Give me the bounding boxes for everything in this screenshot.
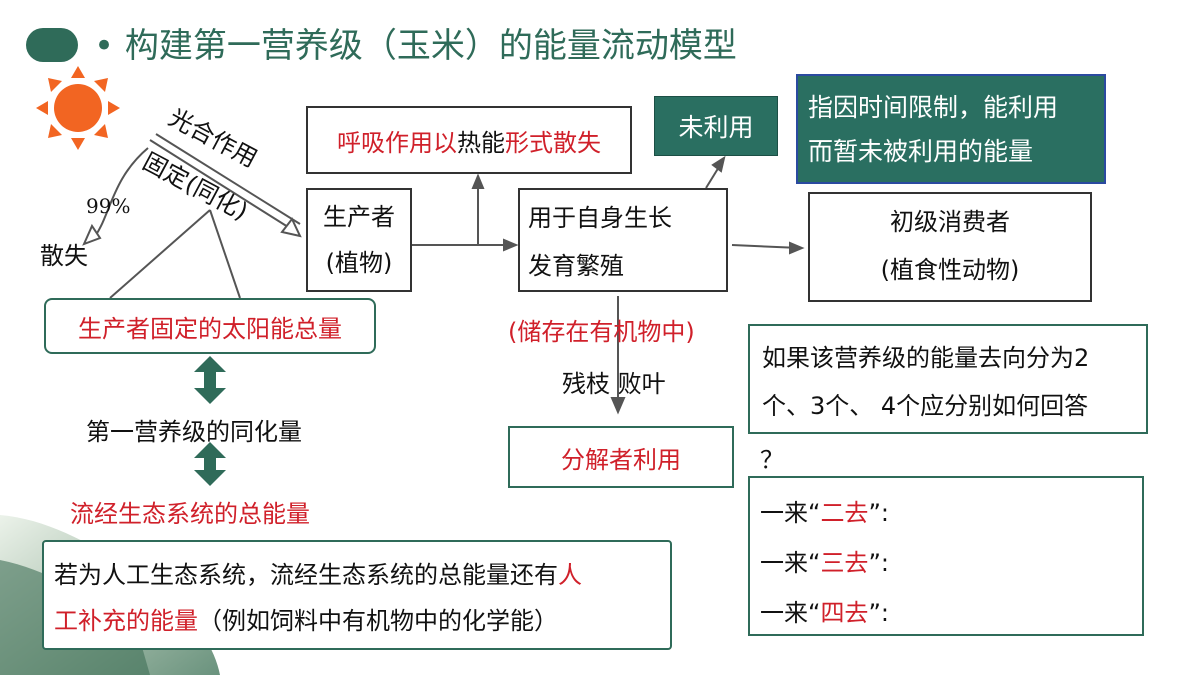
- question-mark: ？: [760, 440, 784, 475]
- answer-row: 一来“二去”:: [760, 488, 1142, 538]
- consumer-box: 初级消费者 (植食性动物): [808, 192, 1092, 302]
- answer-row: 一来“三去”:: [760, 538, 1142, 588]
- decomposer-box: 分解者利用: [508, 426, 734, 488]
- unused-box: 未利用: [654, 96, 778, 156]
- dissipate-label: 散失: [40, 236, 88, 271]
- respiration-box: 呼吸作用以热能形式散失: [306, 106, 632, 174]
- producer-box: 生产者 (植物): [306, 188, 412, 292]
- assimilation-label: 第一营养级的同化量: [86, 412, 302, 447]
- question-box: 如果该营养级的能量去向分为2 个、3个、 4个应分别如何回答: [748, 324, 1148, 434]
- litter-label: 残枝 败叶: [562, 364, 666, 399]
- artificial-box: 若为人工生态系统，流经生态系统的总能量还有人 工补充的能量（例如饲料中有机物中的…: [42, 540, 672, 650]
- answer-row: 一来“四去”:: [760, 588, 1142, 638]
- unused-note-box: 指因时间限制，能利用 而暂未被利用的能量: [796, 74, 1106, 184]
- total-fixed-box: 生产者固定的太阳能总量: [44, 298, 376, 354]
- storage-label: (储存在有机物中): [508, 312, 695, 347]
- growth-box: 用于自身生长 发育繁殖: [518, 188, 728, 292]
- total-flow-label: 流经生态系统的总能量: [70, 494, 310, 529]
- answers-box: 一来“二去”: 一来“三去”: 一来“四去”:: [748, 476, 1144, 636]
- percent-label: 99%: [86, 194, 130, 218]
